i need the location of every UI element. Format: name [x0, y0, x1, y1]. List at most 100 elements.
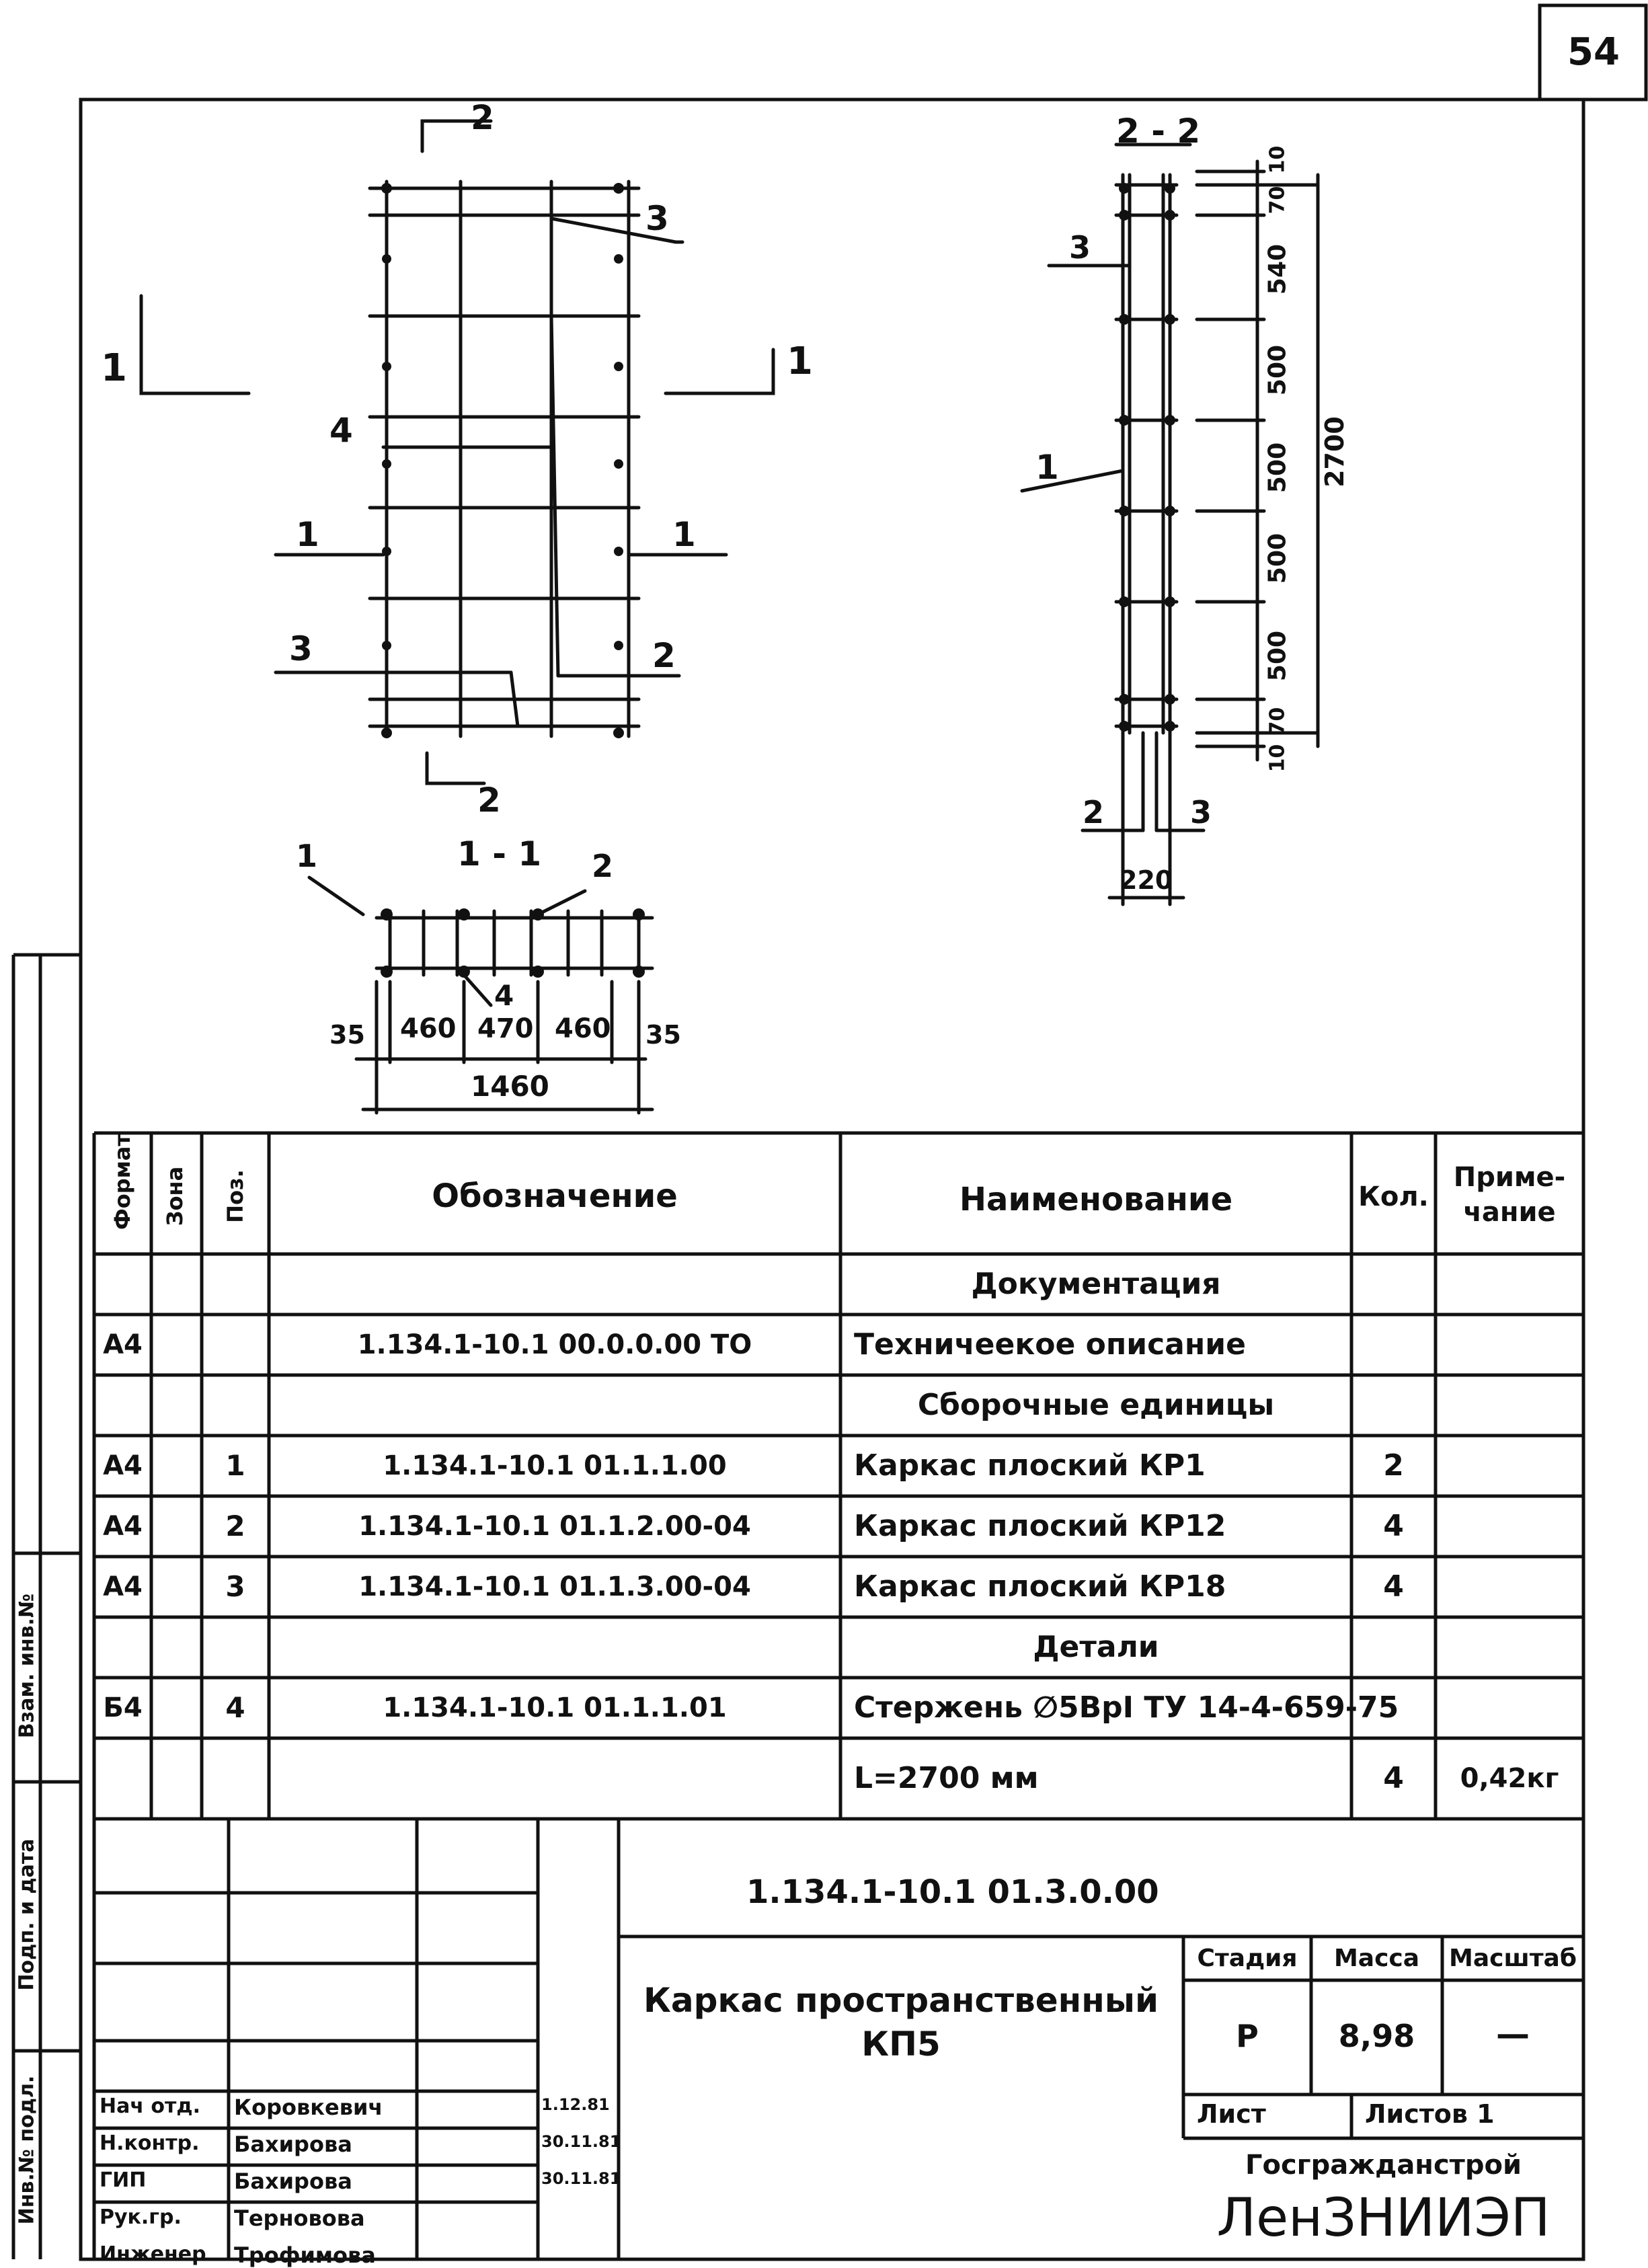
cell-format: Б4 — [103, 1692, 143, 1723]
cell-format: А4 — [103, 1329, 143, 1360]
signature-role: Рук.гр. — [100, 2205, 182, 2229]
section-2-2-pos-3: 3 — [1069, 229, 1091, 266]
signature-role: ГИП — [100, 2168, 147, 2192]
section-2-2-pos-3-bottom: 3 — [1190, 794, 1212, 830]
section-2-2-pos-1: 1 — [1035, 448, 1059, 487]
signature-name: Терновова — [234, 2205, 365, 2231]
margin-vzam-inv: Взам. инв.№ — [15, 1593, 39, 1739]
dim-500-4: 500 — [1263, 630, 1292, 682]
signature-name: Трофимова — [234, 2242, 376, 2268]
plan-pos-2: 2 — [652, 636, 676, 675]
section-1-1-title: 1 - 1 — [457, 834, 542, 873]
margin-inv-podl: Инв.№ подл. — [15, 2075, 39, 2225]
dim-500-3: 500 — [1263, 533, 1292, 584]
section-mark-1-right: 1 — [787, 340, 813, 383]
section-mark-2-top: 2 — [471, 98, 494, 137]
signature-name: Коровкевич — [234, 2095, 383, 2120]
cell-qty: 4 — [1383, 1509, 1404, 1543]
cell-designation: 1.134.1-10.1 01.1.1.00 — [383, 1450, 727, 1481]
organization-2: ЛенЗНИИЭП — [1216, 2188, 1551, 2249]
cell-pos: 4 — [225, 1691, 245, 1724]
cell-name: L=2700 мм — [854, 1761, 1039, 1795]
dim-35-left: 35 — [329, 1020, 365, 1050]
plan-pos-1-left: 1 — [296, 515, 319, 554]
cell-format: А4 — [103, 1450, 143, 1481]
dim-500-1: 500 — [1263, 344, 1292, 396]
signature-name: Бахирова — [234, 2132, 352, 2157]
cell-name: Каркас плоский КР12 — [854, 1509, 1226, 1543]
header-format: Формат — [110, 1134, 135, 1230]
cell-name: Каркас плоский КР18 — [854, 1569, 1226, 1604]
header-note: Приме- чание — [1453, 1162, 1566, 1228]
plan-pos-3-bottom: 3 — [289, 629, 313, 668]
plan-pos-4: 4 — [329, 411, 353, 450]
mass-value: 8,98 — [1338, 2018, 1415, 2054]
dim-10-top: 10 — [1265, 145, 1290, 174]
stage-label: Стадия — [1197, 1945, 1298, 1972]
dim-35-right: 35 — [645, 1020, 681, 1050]
cell-pos: 3 — [225, 1570, 245, 1603]
cell-name: Сборочные единицы — [917, 1388, 1275, 1422]
title-line-2: КП5 — [861, 2025, 941, 2064]
signature-date: 1.12.81 — [541, 2095, 610, 2114]
dim-500-2: 500 — [1263, 442, 1292, 494]
stage-value: Р — [1236, 2018, 1259, 2054]
section-1-1-pos-4: 4 — [494, 979, 514, 1012]
title-line-1: Каркас пространственный — [643, 1981, 1159, 2020]
dim-1460: 1460 — [471, 1070, 549, 1103]
sheet-number: 54 — [1567, 30, 1620, 74]
header-designation: Обозначение — [432, 1177, 678, 1215]
plan-pos-3-top: 3 — [645, 199, 669, 238]
cell-pos: 1 — [225, 1449, 245, 1482]
sheets-label: Листов 1 — [1365, 2099, 1495, 2129]
plan-pos-1-right: 1 — [672, 515, 696, 554]
section-mark-2-bottom: 2 — [477, 781, 501, 820]
signature-date: 30.11.81 — [541, 2132, 621, 2151]
dim-70-top: 70 — [1265, 186, 1290, 214]
dim-10-bottom: 10 — [1265, 744, 1290, 773]
cell-name: Стержень ∅5ВрI ТУ 14-4-659-75 — [854, 1690, 1399, 1725]
section-2-2-drawing — [1020, 143, 1320, 906]
section-1-1-pos-1: 1 — [296, 838, 318, 874]
mass-label: Масса — [1333, 1945, 1420, 1972]
cell-qty: 2 — [1383, 1448, 1404, 1483]
signature-role: Инженер — [100, 2242, 206, 2266]
cell-name: Техничеекое описание — [854, 1327, 1246, 1362]
cell-designation: 1.134.1-10.1 01.1.2.00-04 — [358, 1511, 751, 1542]
header-name: Наименование — [959, 1181, 1233, 1218]
dim-540: 540 — [1263, 243, 1292, 295]
cell-qty: 4 — [1383, 1569, 1404, 1604]
plan-view — [368, 180, 641, 738]
cell-designation: 1.134.1-10.1 00.0.0.00 ТО — [357, 1329, 752, 1360]
organization-1: Госгражданстрой — [1245, 2150, 1522, 2181]
section-2-2-pos-2: 2 — [1083, 794, 1105, 830]
cell-designation: 1.134.1-10.1 01.1.1.01 — [383, 1692, 727, 1723]
dim-470: 470 — [477, 1013, 534, 1044]
signature-date: 30.11.81 — [541, 2169, 621, 2188]
header-pos: Поз. — [223, 1169, 248, 1223]
signature-role: Нач отд. — [100, 2095, 201, 2118]
cell-format: А4 — [103, 1511, 143, 1542]
cell-name: Документация — [971, 1267, 1221, 1301]
cell-format: А4 — [103, 1571, 143, 1602]
document-code: 1.134.1-10.1 01.3.0.00 — [746, 1873, 1159, 1911]
section-1-1-pos-2: 2 — [592, 848, 614, 884]
cell-note: 0,42кг — [1460, 1763, 1559, 1794]
dim-460-left: 460 — [400, 1013, 457, 1044]
signature-name: Бахирова — [234, 2168, 352, 2194]
dim-2700: 2700 — [1320, 416, 1349, 487]
section-1-1-drawing — [307, 875, 654, 1115]
scale-value: — — [1496, 2015, 1530, 2054]
cell-pos: 2 — [225, 1510, 245, 1542]
dim-460-right: 460 — [555, 1013, 611, 1044]
margin-podp-data: Подп. и дата — [15, 1838, 39, 1991]
cell-name: Детали — [1033, 1630, 1159, 1664]
section-2-2-title: 2 - 2 — [1116, 112, 1201, 151]
cell-name: Каркас плоский КР1 — [854, 1448, 1206, 1483]
dim-220: 220 — [1120, 865, 1173, 895]
cell-designation: 1.134.1-10.1 01.1.3.00-04 — [358, 1571, 751, 1602]
sheet-label: Лист — [1197, 2099, 1266, 2129]
header-zone: Зона — [162, 1166, 188, 1226]
